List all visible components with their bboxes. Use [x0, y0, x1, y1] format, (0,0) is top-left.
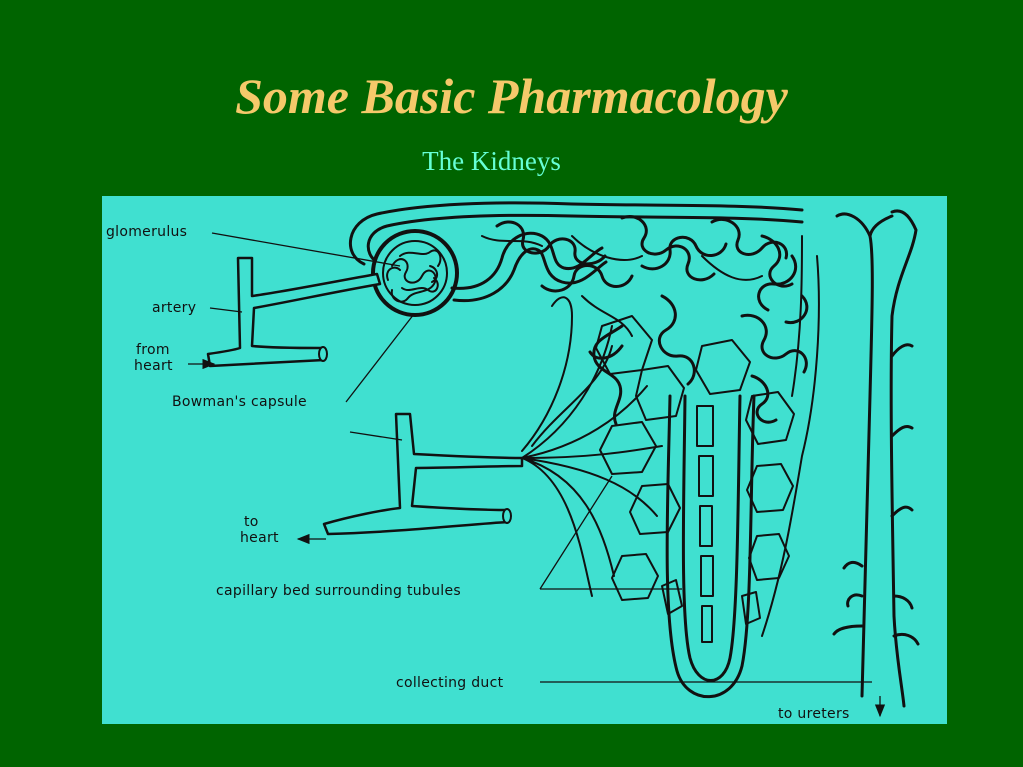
label-from-heart-line2: heart	[134, 358, 173, 374]
loop-of-henle	[588, 254, 809, 699]
nephron-diagram: glomerulus artery from heart Bowman's ca…	[102, 196, 947, 724]
label-from-heart-line1: from	[136, 342, 170, 358]
nephron-illustration: glomerulus artery from heart Bowman's ca…	[106, 201, 920, 722]
efferent-arteriole	[348, 201, 804, 266]
label-capillary-bed: capillary bed surrounding tubules	[216, 583, 461, 599]
renal-vein	[322, 412, 524, 536]
glomerulus	[371, 229, 459, 317]
collecting-duct	[832, 209, 920, 708]
leader-lines	[188, 232, 886, 718]
label-bowmans-capsule: Bowman's capsule	[172, 394, 307, 410]
label-to-heart-line1: to	[244, 514, 259, 530]
label-glomerulus: glomerulus	[106, 224, 187, 240]
slide-title: Some Basic Pharmacology	[235, 68, 788, 124]
proximal-tubule	[450, 215, 794, 303]
label-collecting-duct: collecting duct	[396, 675, 504, 691]
label-to-ureters: to ureters	[778, 706, 850, 722]
label-artery: artery	[152, 300, 196, 316]
capillary-network	[481, 235, 820, 643]
label-to-heart-line2: heart	[240, 530, 279, 546]
afferent-artery	[206, 256, 382, 368]
slide-subtitle: The Kidneys	[422, 146, 561, 176]
